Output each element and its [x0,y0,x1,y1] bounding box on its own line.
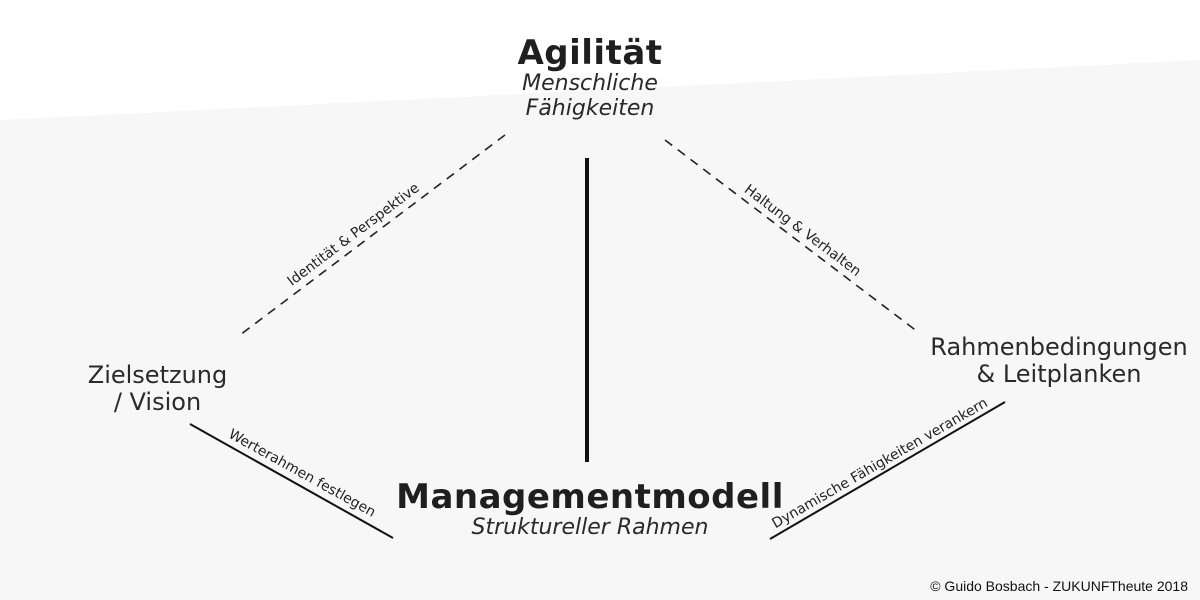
connector-top-right [664,139,919,333]
node-managementmodell-subtitle: Struktureller Rahmen [471,515,709,541]
node-managementmodell-title: Managementmodell [396,477,784,517]
node-zielsetzung-line1: Zielsetzung [87,361,228,389]
node-agilitaet-subtitle-line2: Fähigkeiten [525,95,655,121]
edge-label-bottom-right: Dynamische Fähigkeiten verankern [769,395,990,532]
edge-label-top-left: Identität & Perspektive [285,180,423,290]
connector-bottom-left [189,423,394,539]
connector-top-left [239,134,506,336]
node-managementmodell: Managementmodell Struktureller Rahmen [380,478,800,541]
node-agilitaet-title: Agilität [517,33,663,73]
connector-bottom-right [769,401,1006,540]
node-rahmenbedingungen-line2: & Leitplanken [976,359,1142,388]
node-rahmenbedingungen-line1: Rahmenbedingungen [930,333,1188,361]
node-zielsetzung: Zielsetzung / Vision [60,362,255,416]
node-agilitaet: Agilität Menschliche Fähigkeiten [480,34,700,121]
node-zielsetzung-line2: / Vision [113,387,202,416]
node-agilitaet-subtitle-line1: Menschliche [522,71,658,97]
node-rahmenbedingungen: Rahmenbedingungen & Leitplanken [918,334,1200,388]
copyright-text: © Guido Bosbach - ZUKUNFTheute 2018 [930,578,1188,594]
edge-label-bottom-left: Werterahmen festlegen [226,426,378,520]
edge-label-top-right: Haltung & Verhalten [741,182,864,280]
